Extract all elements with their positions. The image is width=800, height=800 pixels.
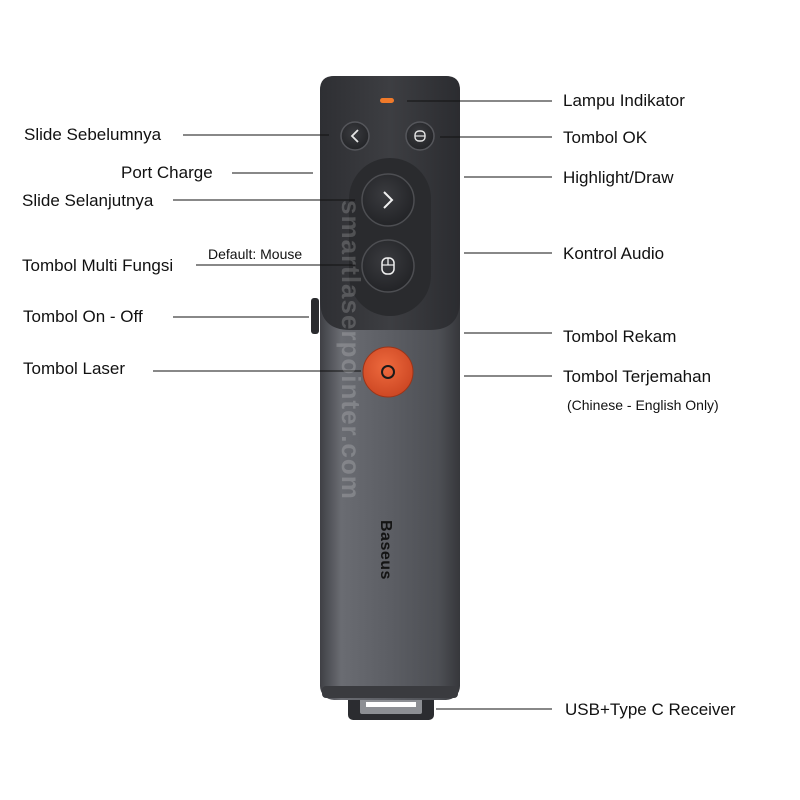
next-slide-button[interactable] bbox=[361, 173, 415, 227]
laser-button[interactable] bbox=[362, 346, 414, 398]
label-terjemahan-note: (Chinese - English Only) bbox=[567, 397, 719, 413]
laser-dot-icon bbox=[381, 365, 395, 379]
multi-function-button[interactable] bbox=[361, 239, 415, 293]
label-highlight-draw: Highlight/Draw bbox=[563, 168, 674, 187]
label-tombol-terjemahan: Tombol Terjemahan bbox=[563, 367, 712, 386]
label-tombol-ok: Tombol OK bbox=[563, 128, 648, 147]
label-tombol-on-off: Tombol On - Off bbox=[23, 307, 143, 326]
chevron-left-icon bbox=[350, 129, 359, 143]
label-tombol-laser: Tombol Laser bbox=[23, 359, 126, 378]
watermark-text: smartlaserpointer.com bbox=[336, 200, 366, 500]
label-tombol-rekam: Tombol Rekam bbox=[563, 327, 677, 346]
mouse-outline-icon bbox=[414, 130, 426, 142]
label-kontrol-audio: Kontrol Audio bbox=[563, 244, 665, 263]
label-slide-sebelumnya: Slide Sebelumnya bbox=[24, 125, 162, 144]
on-off-switch bbox=[311, 298, 319, 334]
label-tombol-multi-fungsi: Tombol Multi Fungsi bbox=[22, 256, 174, 275]
label-usb-receiver: USB+Type C Receiver bbox=[565, 700, 736, 719]
label-lampu-indikator: Lampu Indikator bbox=[563, 91, 685, 110]
prev-slide-button[interactable] bbox=[340, 121, 370, 151]
indicator-lamp bbox=[380, 98, 394, 103]
device-base bbox=[322, 686, 458, 698]
label-multi-fungsi-default: Default: Mouse bbox=[208, 246, 303, 262]
brand-logo: Baseus bbox=[377, 520, 394, 580]
mouse-icon bbox=[381, 257, 395, 275]
label-port-charge: Port Charge bbox=[121, 163, 213, 182]
chevron-right-icon bbox=[383, 191, 394, 209]
ok-button[interactable] bbox=[405, 121, 435, 151]
label-slide-selanjutnya: Slide Selanjutnya bbox=[22, 191, 154, 210]
leader-lines bbox=[153, 100, 552, 710]
